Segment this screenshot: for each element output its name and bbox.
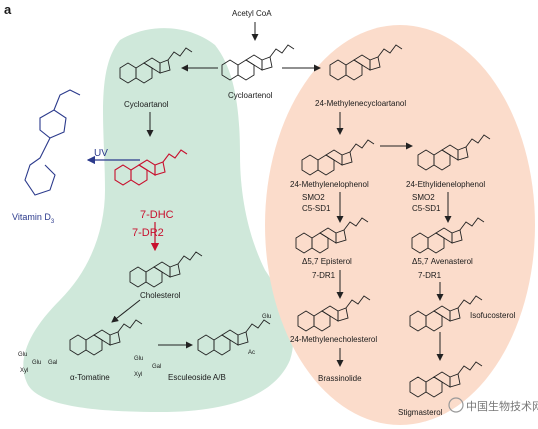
label-uv: UV bbox=[94, 148, 108, 159]
label-dr1-right: 7-DR1 bbox=[418, 271, 442, 280]
panel-label: a bbox=[4, 2, 12, 17]
label-stigmasterol: Stigmasterol bbox=[398, 408, 443, 417]
sugar-gal: Gal bbox=[48, 360, 57, 366]
label-ethylidenelophenol: 24-Ethylidenelophenol bbox=[406, 180, 485, 189]
watermark-text: 中国生物技术网 bbox=[466, 399, 538, 413]
label-isofucosterol: Isofucosterol bbox=[470, 311, 516, 320]
sugar-glu-left: Glu bbox=[32, 360, 41, 366]
label-cycloartenol: Cycloartenol bbox=[228, 91, 273, 100]
sugar-glu-b: Glu bbox=[134, 356, 143, 362]
green-region bbox=[23, 28, 294, 413]
label-7dr2: 7-DR2 bbox=[132, 227, 164, 239]
sugar-glu-top: Glu bbox=[18, 352, 27, 358]
structure-cycloartenol bbox=[221, 44, 295, 81]
label-brassinolide: Brassinolide bbox=[318, 374, 362, 383]
label-vitamin-d3: Vitamin D3 bbox=[12, 212, 55, 225]
peach-region bbox=[265, 25, 535, 425]
label-methylenecholesterol: 24-Methylenecholesterol bbox=[290, 335, 377, 344]
label-tomatine: α-Tomatine bbox=[70, 373, 110, 382]
label-cycloartanol: Cycloartanol bbox=[124, 100, 169, 109]
sugar-xyl-b: Xyl bbox=[134, 372, 142, 378]
sugar-ac: Ac bbox=[248, 350, 255, 356]
label-c5sd1-right: C5-SD1 bbox=[412, 204, 441, 213]
label-methylenelophenol: 24-Methylenelophenol bbox=[290, 180, 369, 189]
watermark: 中国生物技术网 bbox=[448, 397, 538, 413]
label-c5sd1-left: C5-SD1 bbox=[302, 204, 331, 213]
label-cholesterol: Cholesterol bbox=[140, 291, 181, 300]
arrow-cholesterol-to-tomatine bbox=[111, 299, 141, 323]
label-avenasterol: Δ5,7 Avenasterol bbox=[412, 257, 473, 266]
structure-vitamin-d3 bbox=[24, 89, 81, 196]
label-smo2-right: SMO2 bbox=[412, 193, 435, 202]
label-acetyl-coa: Acetyl CoA bbox=[232, 9, 272, 18]
label-smo2-left: SMO2 bbox=[302, 193, 325, 202]
sugar-glu-c: Glu bbox=[262, 314, 271, 320]
label-episterol: Δ5,7 Episterol bbox=[302, 257, 352, 266]
sugar-xyl: Xyl bbox=[20, 368, 28, 374]
label-methylenecycloartanol: 24-Methylenecycloartanol bbox=[315, 99, 406, 108]
label-7dhc: 7-DHC bbox=[140, 209, 174, 221]
label-esculeoside: Esculeoside A/B bbox=[168, 373, 226, 382]
label-dr1-left: 7-DR1 bbox=[312, 271, 336, 280]
sugar-gal-b: Gal bbox=[152, 364, 161, 370]
